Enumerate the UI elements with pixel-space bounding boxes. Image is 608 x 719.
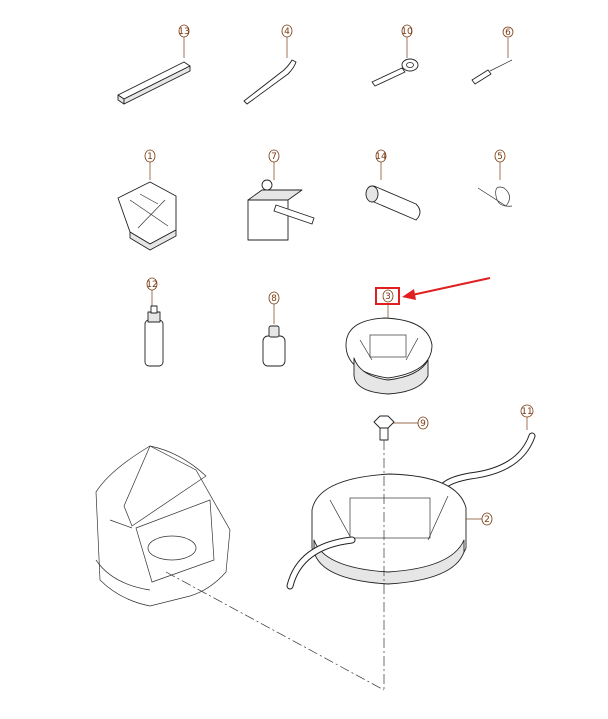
svg-text:4: 4: [284, 27, 290, 37]
svg-text:1: 1: [147, 152, 153, 162]
part-7-tool-bag: [247, 162, 315, 241]
svg-text:10: 10: [401, 27, 413, 37]
callout-6: 6: [502, 26, 514, 38]
svg-text:5: 5: [497, 152, 503, 162]
callout-3-highlight-box: [375, 287, 400, 305]
highlight-arrow: [402, 277, 491, 300]
part-14-cylinder: [365, 162, 421, 221]
svg-text:9: 9: [420, 419, 426, 429]
part-6-screwdriver: [471, 38, 513, 85]
part-3-tray: [345, 305, 433, 395]
svg-text:8: 8: [271, 294, 277, 304]
svg-text:11: 11: [521, 407, 532, 417]
callout-3: 3: [375, 287, 400, 305]
callout-4: 4: [281, 24, 293, 38]
svg-text:12: 12: [146, 280, 157, 290]
part-12-spray-can: [144, 290, 164, 367]
part-13-bar: [117, 36, 191, 105]
callout-14: 14: [375, 149, 387, 163]
car-trunk-illustration: [95, 445, 231, 607]
part-4-rod: [243, 36, 297, 105]
svg-text:2: 2: [484, 515, 490, 525]
callout-9: 9: [417, 416, 429, 430]
callout-11: 11: [520, 404, 534, 418]
callout-12: 12: [146, 277, 158, 291]
part-1-jack: [117, 162, 177, 251]
svg-text:3: 3: [385, 292, 391, 302]
svg-text:7: 7: [271, 152, 277, 162]
part-5-spring-clip: [477, 162, 513, 207]
part-10-tow-hook: [371, 36, 419, 87]
svg-text:6: 6: [505, 28, 511, 38]
part-9-screw: [373, 415, 418, 441]
callout-7: 7: [268, 149, 280, 163]
trunk-guide-line: [165, 571, 385, 691]
callout-13: 13: [178, 24, 190, 38]
part-8-bottle: [262, 304, 286, 367]
callout-5: 5: [494, 149, 506, 163]
part-11-hose: [436, 417, 536, 502]
callout-8: 8: [268, 291, 280, 305]
part-2-storage-case: [286, 473, 482, 590]
callout-2: 2: [481, 512, 493, 526]
svg-text:14: 14: [375, 152, 387, 162]
callout-10: 10: [401, 24, 413, 38]
callout-1: 1: [144, 149, 156, 163]
svg-text:13: 13: [178, 27, 189, 37]
